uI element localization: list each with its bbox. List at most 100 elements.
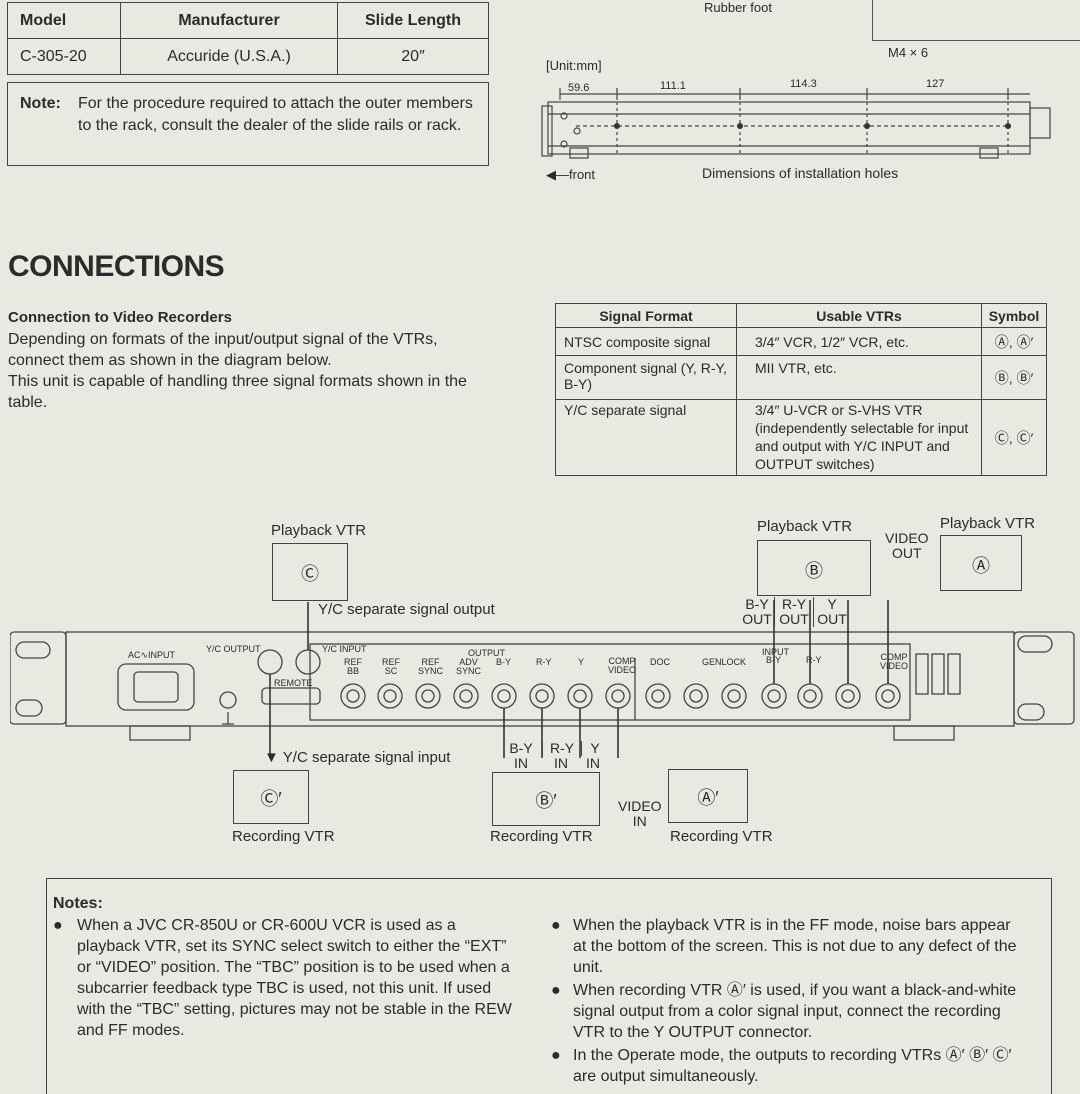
connection-heading: Connection to Video Recorders — [8, 309, 232, 326]
playback-vtr-label-a: Playback VTR — [940, 515, 1036, 532]
recording-vtr-label-b: Recording VTR — [490, 828, 593, 845]
header-signal-format: Signal Format — [555, 303, 737, 328]
recording-vtr-label-c: Recording VTR — [232, 828, 335, 845]
installation-hole-drawing — [541, 88, 1051, 159]
bnc-row — [340, 683, 901, 709]
symbol-b: Ⓑ — [805, 561, 823, 581]
panel-input: INPUT — [762, 647, 789, 657]
playback-vtr-c: Ⓒ — [272, 543, 348, 601]
recording-vtr-label-a: Recording VTR — [670, 828, 773, 845]
panel-remote: REMOTE — [274, 678, 313, 688]
y-out-label: Y — [813, 597, 850, 612]
slide-rail-table: Model Manufacturer Slide Length C-305-20… — [7, 2, 489, 75]
section-title: CONNECTIONS — [8, 250, 225, 283]
rack-corner-outline — [872, 0, 1080, 41]
front-arrow-icon: ◀— — [546, 167, 569, 182]
format-cell: Component signal (Y, R-Y, B-Y) — [555, 355, 737, 400]
symbol-a: Ⓐ — [972, 556, 990, 576]
format-cell: 3/4″ VCR, 1/2″ VCR, etc. — [736, 327, 982, 356]
dim-59-6: 59.6 — [568, 82, 590, 94]
panel-yc-input: Y/C INPUT — [322, 644, 367, 654]
note-box: Note: For the procedure required to atta… — [7, 82, 489, 166]
notes-box: Notes: ● When a JVC CR-850U or CR-600U V… — [46, 878, 1052, 1094]
playback-vtr-label-b: Playback VTR — [757, 518, 853, 535]
note-item-right: ● When the playback VTR is in the FF mod… — [551, 917, 1017, 976]
ry-in-label: R-Y — [542, 741, 581, 756]
format-cell: NTSC composite signal — [555, 327, 737, 356]
header-symbol: Symbol — [981, 303, 1047, 328]
dim-127: 127 — [926, 78, 945, 90]
recording-vtr-a: Ⓐ′ — [668, 769, 748, 823]
cell-model: C-305-20 — [7, 38, 121, 75]
header-usable-vtrs: Usable VTRs — [736, 303, 982, 328]
note-item-left: ● When a JVC CR-850U or CR-600U VCR is u… — [53, 917, 512, 1039]
in-label: IN — [514, 755, 528, 771]
panel-y: Y — [578, 657, 585, 667]
panel-doc: DOC — [650, 657, 670, 667]
panel-yc-output: Y/C OUTPUT — [206, 644, 261, 654]
dim-111-1: 111.1 — [660, 80, 686, 92]
header-slide-length: Slide Length — [337, 2, 489, 39]
unit-label: [Unit:mm] — [546, 58, 602, 73]
panel-in-ry: R-Y — [806, 655, 822, 665]
symbol-c-prime: Ⓒ′ — [260, 789, 282, 809]
cell-manufacturer: Accuride (U.S.A.) — [120, 38, 338, 75]
yc-input-label: ▼ Y/C separate signal input — [264, 749, 451, 766]
panel-ry: R-Y — [536, 657, 552, 667]
note-item-right: ● When recording VTR Ⓐ′ is used, if you … — [551, 982, 1017, 1041]
in-label: IN — [554, 755, 568, 771]
playback-vtr-label-c: Playback VTR — [271, 522, 367, 539]
by-in-label: B-Y — [509, 740, 533, 756]
format-cell: MII VTR, etc. — [736, 355, 982, 400]
connection-paragraph-2: This unit is capable of handling three s… — [8, 373, 467, 411]
rear-panel-drawing — [10, 600, 1075, 758]
playback-vtr-b: Ⓑ — [757, 540, 871, 596]
in-label: IN — [586, 755, 600, 771]
panel-in-by: B-Y — [766, 655, 782, 665]
notes-title: Notes: — [53, 895, 103, 912]
y-in-label: Y — [581, 741, 608, 756]
front-label: ◀—front — [546, 167, 596, 182]
component-in-labels: B-Y R-Y Y IN IN IN — [500, 741, 608, 771]
header-manufacturer: Manufacturer — [120, 2, 338, 39]
out-label: OUT — [742, 611, 772, 627]
symbol-a-prime: Ⓐ′ — [697, 788, 719, 808]
screw-label: M4 × 6 — [888, 45, 929, 60]
bullet-icon: ● — [551, 982, 561, 999]
panel-output: OUTPUT — [468, 648, 505, 658]
note-item-right: ● In the Operate mode, the outputs to re… — [551, 1047, 1012, 1085]
by-out-label: B-Y — [745, 596, 769, 612]
note-text: For the procedure required to attach the… — [78, 95, 473, 134]
component-out-labels: B-Y R-Y Y OUT OUT OUT — [740, 597, 850, 627]
format-cell: 3/4″ U-VCR or S-VHS VTR (independently s… — [736, 399, 982, 476]
format-cell: Ⓐ, Ⓐ′ — [981, 327, 1047, 356]
bullet-icon: ● — [551, 1047, 561, 1064]
cell-slide-length: 20″ — [337, 38, 489, 75]
panel-genlock: GENLOCK — [702, 657, 747, 667]
panel-ac-input: AC∿INPUT — [128, 650, 176, 660]
format-cell: Ⓒ, Ⓒ′ — [981, 399, 1047, 476]
playback-vtr-a: Ⓐ — [940, 535, 1022, 591]
signal-format-table: Signal Format Usable VTRs Symbol NTSC co… — [555, 303, 1047, 476]
connection-paragraph-1: Depending on formats of the input/output… — [8, 331, 438, 369]
format-cell: Ⓑ, Ⓑ′ — [981, 355, 1047, 400]
bullet-icon: ● — [551, 917, 561, 934]
symbol-c: Ⓒ — [301, 564, 319, 584]
dimension-caption: Dimensions of installation holes — [702, 165, 899, 181]
panel-by: B-Y — [496, 657, 512, 667]
symbol-b-prime: Ⓑ′ — [535, 791, 557, 811]
notes-right-column: ● When the playback VTR is in the FF mod… — [551, 915, 1025, 1087]
rubber-foot-label: Rubber foot — [704, 0, 772, 15]
header-model: Model — [7, 2, 121, 39]
note-label: Note: — [20, 95, 61, 112]
recording-vtr-b: Ⓑ′ — [492, 772, 600, 826]
out-label: OUT — [813, 612, 850, 627]
arrow-down-icon: ▼ — [264, 749, 279, 766]
